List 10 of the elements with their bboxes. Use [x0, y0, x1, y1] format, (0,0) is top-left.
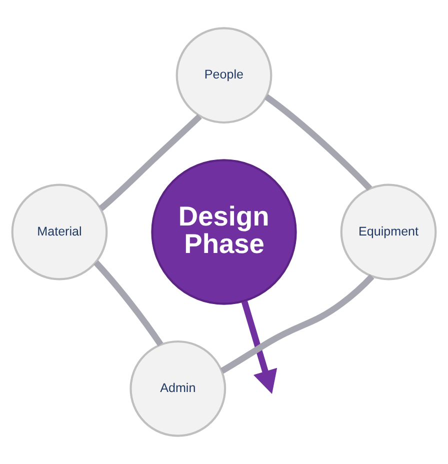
node-circle: Design Phase: [151, 159, 297, 305]
connector: [264, 94, 372, 191]
node-circle: Material: [11, 184, 108, 280]
connector: [94, 260, 164, 346]
node-circle: Admin: [130, 340, 226, 437]
arrow: [241, 300, 278, 394]
connector: [220, 274, 374, 374]
node-circle: People: [176, 27, 272, 124]
connector: [98, 114, 202, 211]
node-circle: Equipment: [340, 184, 437, 280]
